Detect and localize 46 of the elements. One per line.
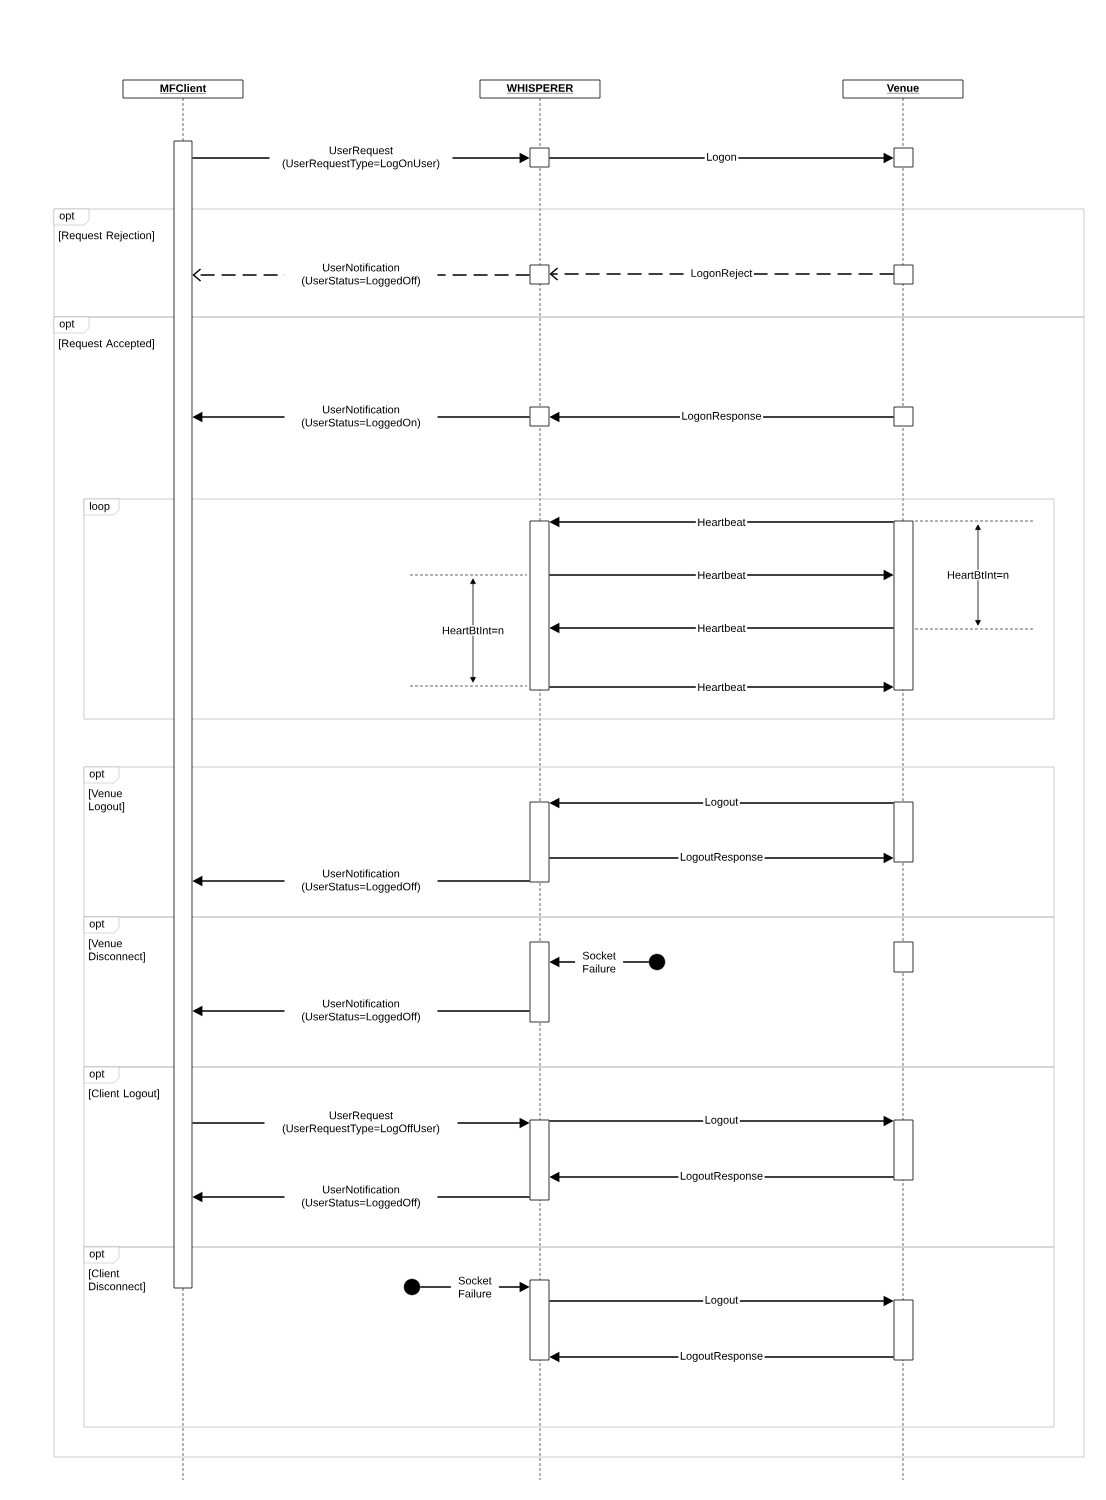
activation-bar [893,147,914,168]
edge-label: Heartbeat [695,681,748,693]
dimension-label: HeartBtInt=n [945,569,1011,581]
activation-bar [893,406,914,427]
activation-bar [529,1119,550,1201]
activation-bar [173,140,193,1289]
activation-bar [893,1119,914,1181]
participant-box: Venue [842,79,964,99]
activation-bar [893,941,914,973]
edge-label: Heartbeat [695,622,748,634]
edge-label: LogoutResponse [678,1350,765,1364]
activation-bar [893,801,914,863]
edge-label: Socket Failure [575,949,624,975]
activation-bar [529,520,550,691]
activation-bar [529,801,550,883]
edge-label: LogoutResponse [678,1170,765,1184]
activation-bar [529,406,550,427]
edge-label: UserNotification (UserStatus=LoggedOff) [284,867,438,895]
dimension-label: HeartBtInt=n [440,625,506,636]
start-dot [403,1278,421,1296]
edge-label: UserNotification (UserStatus=LoggedOff) [284,261,438,289]
activation-bar [893,264,914,285]
edge-label: UserNotification (UserStatus=LoggedOff) [284,1183,438,1211]
edge-label: Logout [703,1114,740,1128]
participant-box: MFClient [122,79,244,99]
edge-label: Logout [703,796,740,810]
start-dot [648,953,666,971]
activation-bar [893,1299,914,1361]
edge-label: Logon [704,151,739,165]
edge-label: Socket Failure [450,1274,499,1300]
edge-label: LogonResponse [679,410,764,424]
edge-label: LogoutResponse [678,851,765,865]
activation-bar [529,264,550,285]
edge-label: LogonReject [689,267,754,281]
edge-label: Heartbeat [695,569,748,581]
edge-label: UserRequest (UserRequestType=LogOffUser) [264,1110,458,1136]
activation-bar [529,941,550,1023]
activation-bar [529,1279,550,1361]
edge-label: Heartbeat [695,516,748,528]
edge-label: UserNotification (UserStatus=LoggedOff) [284,997,438,1025]
participant-box: WHISPERER [479,79,601,99]
edge-label: UserNotification (UserStatus=LoggedOn) [284,403,438,431]
edge-label: UserRequest (UserRequestType=LogOnUser) [269,145,453,171]
activation-bar [529,147,550,168]
activation-bar [893,520,914,691]
edge-label: Logout [703,1294,740,1308]
